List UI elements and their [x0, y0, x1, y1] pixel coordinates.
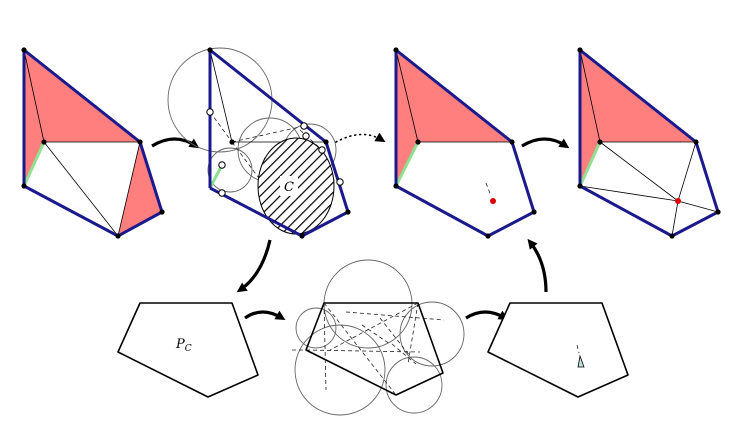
arrow-3-to-4 — [521, 137, 570, 149]
panel-retriangulated — [577, 47, 721, 239]
panel-point-inserted — [393, 47, 537, 239]
cell-label: C — [284, 180, 294, 195]
circle-intersection-points — [206, 108, 344, 197]
arrow-5-to-6 — [244, 310, 286, 321]
constraint-edge — [22, 141, 46, 187]
red-triangle-right — [118, 142, 162, 236]
vertices-2 — [207, 47, 351, 239]
boundary — [22, 48, 164, 238]
arrow-7-to-3 — [527, 238, 548, 293]
panel-cell-construction: C — [167, 47, 351, 239]
arrow-6-to-7 — [465, 310, 509, 321]
inserted-point — [490, 198, 496, 204]
arrow-2-to-3-dotted — [335, 132, 386, 143]
vertices-4 — [577, 47, 721, 239]
vertices — [21, 47, 165, 239]
arrow-2-to-5 — [236, 239, 272, 293]
polygon-label: PC — [175, 337, 192, 354]
vertices-3 — [393, 47, 537, 239]
panel-polygon-circles — [292, 259, 465, 416]
panel-initial-triangulation — [21, 47, 165, 239]
point-marker — [577, 354, 585, 368]
panel-polygon-point — [487, 302, 629, 398]
panel-polygon-pc: PC — [117, 302, 259, 398]
red-triangle-large — [24, 50, 140, 186]
